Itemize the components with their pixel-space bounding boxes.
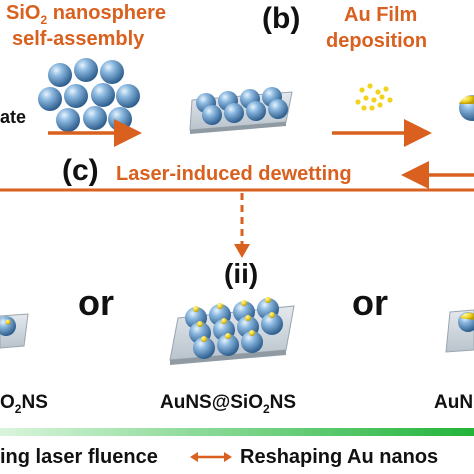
option-ii-marker: (ii) <box>224 258 259 289</box>
step-b-label-line2: deposition <box>326 30 428 52</box>
step-c-marker: (c) <box>62 154 99 187</box>
right-result-partial <box>445 309 474 353</box>
step-a-label-line2: self-assembly <box>12 28 145 50</box>
dashed-arrow-head <box>234 244 250 258</box>
gold-vapor-particles <box>355 83 393 111</box>
gold-coated-sample-partial <box>459 95 474 121</box>
step-c-label: Laser-induced dewetting <box>116 163 352 185</box>
free-nanosphere-cluster <box>38 58 140 132</box>
result-center-label: AuNS@SiO2NS <box>160 392 297 416</box>
bottom-right-caption: Reshaping Au nanos <box>240 446 439 468</box>
center-result-auns-sio2ns <box>169 297 295 365</box>
result-left-label: O2NS <box>0 392 48 416</box>
result-right-label: AuN <box>434 392 474 413</box>
step-b-marker: (b) <box>262 2 301 35</box>
or-word-left: or <box>78 282 114 323</box>
substrate-label: ate <box>0 107 27 127</box>
monolayer-substrate <box>189 87 293 134</box>
left-result-partial <box>0 313 29 349</box>
step-b-label-line1: Au Film <box>344 4 418 26</box>
step-a-label-line1: SiO2 nanosphere <box>6 2 167 27</box>
double-arrow-icon <box>190 452 232 462</box>
laser-fluence-gradient-bar <box>0 428 474 436</box>
or-word-right: or <box>352 282 388 323</box>
bottom-left-caption: ing laser fluence <box>0 446 158 468</box>
